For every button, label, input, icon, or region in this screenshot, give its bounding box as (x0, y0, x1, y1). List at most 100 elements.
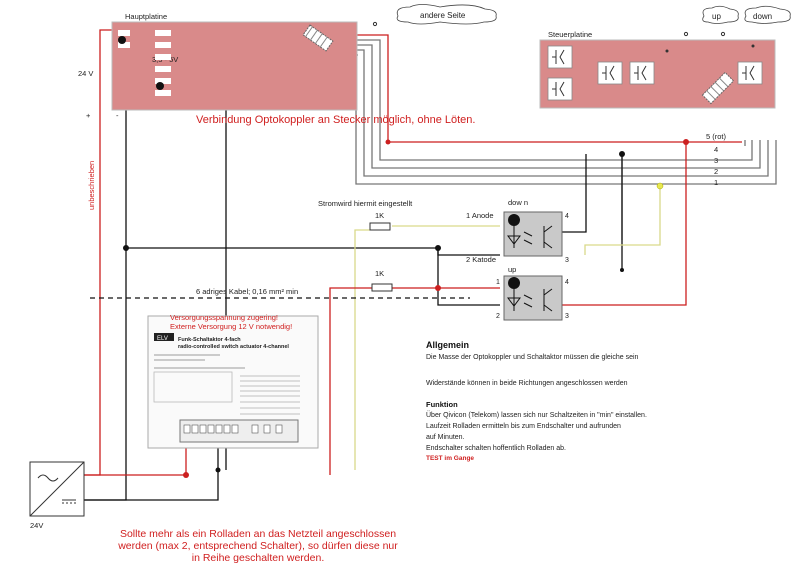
general-section: Allgemein Die Masse der Optokoppler und … (426, 340, 639, 387)
junction-dot (123, 245, 129, 251)
switch-icons (547, 45, 763, 101)
actuator-fineprint (154, 354, 245, 369)
junction-dot (183, 472, 189, 478)
opto-down-pin3: 3 (565, 257, 569, 264)
current-set-note: Stromwird hiermit eingestellt (318, 199, 413, 208)
opto-down-pin4: 4 (565, 213, 569, 220)
opto-down-kathode: 2 Katode (466, 255, 496, 264)
main-board-dot (118, 36, 126, 44)
actuator-brand: ELV (157, 336, 168, 342)
pin-label-3: 3 (714, 156, 718, 165)
opto-up: up 1 2 4 3 (496, 265, 569, 321)
cloud-other-side: andere Seite (396, 4, 497, 25)
junction-dot (619, 151, 625, 157)
control-board: Steuerplatine (539, 30, 776, 109)
general-title: Allgemein (426, 340, 469, 350)
opto-down-title: dow n (508, 198, 528, 207)
junction-dot (656, 182, 664, 190)
function-line: Über Qivicon (Telekom) lassen sich nur S… (426, 411, 647, 419)
function-test: TEST im Gange (426, 455, 474, 462)
switch-glyphs (552, 49, 755, 97)
label-minus: - (116, 111, 119, 120)
opto-down: dow n 1 Anode 2 Katode 4 3 (466, 198, 569, 264)
resistor-2 (371, 283, 393, 292)
function-title: Funktion (426, 400, 458, 409)
junction-dot (215, 467, 221, 473)
cloud-other-side-label: andere Seite (420, 11, 466, 20)
main-board: Hauptplatine 3,5 - 5V (111, 12, 358, 111)
opto-up-title: up (508, 265, 516, 274)
general-line-2: Widerstände können in beide Richtungen a… (426, 380, 628, 387)
wire-anode-down (354, 229, 370, 470)
wire-bottom-black (84, 470, 219, 501)
junction-dot (620, 268, 624, 272)
opto-up-pin3: 3 (565, 313, 569, 320)
supply-note-1: Versorgungsspannung zugering! (170, 313, 278, 322)
label-24v: 24 V (78, 69, 93, 78)
connection-note: Verbindung Optokoppler an Stecker möglic… (196, 114, 475, 126)
actuator-title-1: Funk-Schaltaktor 4-fach (178, 337, 241, 343)
actuator-logo (154, 333, 174, 341)
black-line-down (560, 154, 587, 233)
function-section: Funktion Über Qivicon (Telekom) lassen s… (426, 400, 647, 462)
cloud-down-label: down (753, 12, 772, 21)
junction-dot (385, 139, 391, 145)
control-connector-chip (701, 71, 735, 105)
opto-up-pin2: 2 (496, 313, 500, 320)
main-board-pads (118, 30, 171, 96)
small-dot (683, 31, 689, 37)
function-line: Endschalter schalten hoffentlich Rollade… (426, 445, 566, 452)
general-line-1: Die Masse der Optokoppler und Schaltakto… (426, 354, 639, 361)
actuator-title-2: radio-controlled switch actuator 4-chann… (178, 344, 289, 350)
bottom-note-line: Sollte mehr als ein Rolladen an das Netz… (120, 528, 396, 540)
actuator-terminals (183, 424, 283, 434)
pin-label-1: 1 (714, 178, 718, 187)
power-supply: 24V (29, 461, 85, 530)
optocoupler-chip (302, 24, 334, 52)
function-line: Laufzeit Rolladen ermitteln bis zum Ends… (426, 423, 621, 430)
yellow-line-down (584, 186, 661, 255)
actuator-specs (240, 375, 300, 415)
bottom-note-line: in Reihe geschalten werden. (192, 552, 325, 564)
control-board-title: Steuerplatine (548, 30, 592, 39)
small-dot (665, 49, 669, 53)
wire-anode-up (329, 287, 372, 475)
wire-kathode (437, 248, 500, 256)
wire-ground (126, 247, 500, 306)
cable-note: 6 adriges Kabel; 0,16 mm² min (196, 287, 298, 296)
junction-dot (683, 139, 689, 145)
psu-voltage-label: 24V (30, 521, 43, 530)
cloud-up: up (702, 5, 739, 24)
label-plus: + (86, 111, 91, 120)
resistor-1 (369, 222, 391, 231)
main-board-dot (156, 82, 164, 90)
resistor-1-label: 1K (375, 211, 384, 220)
connector-pin-labels: 5 (rot) 4 3 2 1 (706, 132, 727, 187)
red-wire-pin5 (334, 34, 742, 143)
opto-down-anode: 1 Anode (466, 211, 494, 220)
small-dot (372, 21, 378, 27)
actuator-table (153, 371, 233, 403)
red-line-down (562, 142, 687, 306)
opto-up-pin4: 4 (565, 279, 569, 286)
cloud-down: down (744, 5, 791, 24)
label-vertical-unbeschrieben: unbeschrieben (87, 161, 96, 210)
pin-label-5: 5 (rot) (706, 132, 727, 141)
actuator-module: Versorgungsspannung zugering! Externe Ve… (147, 313, 319, 449)
resistor-2-label: 1K (375, 269, 384, 278)
opto-up-pin1: 1 (496, 279, 500, 286)
function-line: auf Minuten. (426, 434, 465, 441)
pin-label-4: 4 (714, 145, 718, 154)
bottom-note-line: werden (max 2, entsprechend Schalter), s… (117, 540, 398, 552)
junction-dot (435, 245, 441, 251)
small-dot (751, 44, 755, 48)
main-board-title: Hauptplatine (125, 12, 167, 21)
junction-dot (435, 285, 441, 291)
small-dot (720, 31, 726, 37)
pin-label-2: 2 (714, 167, 718, 176)
cloud-up-label: up (712, 12, 721, 21)
bottom-note: Sollte mehr als ein Rolladen an das Netz… (117, 528, 398, 564)
supply-note-2: Externe Versorgung 12 V notwendig! (170, 322, 292, 331)
